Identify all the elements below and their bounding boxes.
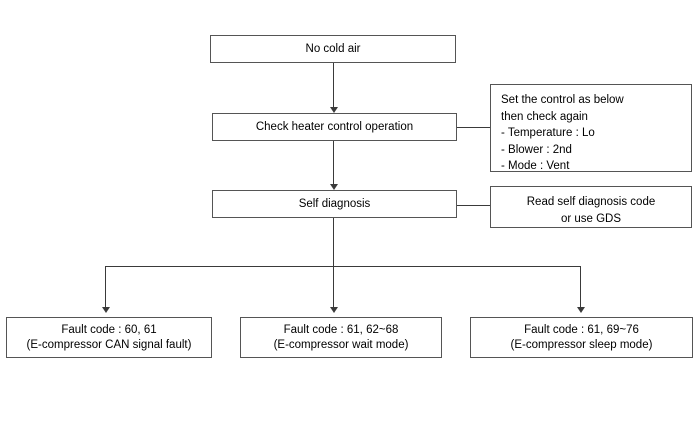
note-control-setting-line-2: then check again (501, 110, 588, 123)
note-control-setting-line-3: - Temperature : Lo (501, 127, 595, 139)
arrowhead-self-diagnosis (330, 184, 338, 190)
node-fault-code-61-69-76: Fault code : 61, 69~76 (E-compressor sle… (470, 317, 693, 358)
connector-self-diagnosis-to-bus (333, 218, 334, 307)
connector-check-heater-to-note (457, 127, 490, 128)
note-read-self-diagnosis-code-line-1: Read self diagnosis code (526, 196, 656, 208)
node-fault-code-61-62-68-line2: (E-compressor wait mode) (273, 338, 409, 351)
node-no-cold-air: No cold air (210, 35, 456, 63)
node-fault-code-61-62-68: Fault code : 61, 62~68 (E-compressor wai… (240, 317, 442, 358)
arrowhead-fault-code-61-69-76 (577, 307, 585, 313)
node-fault-code-60-61-line1: Fault code : 60, 61 (61, 323, 157, 336)
node-check-heater-control-operation-label: Check heater control operation (255, 120, 414, 133)
note-control-setting-line-4: - Blower : 2nd (501, 143, 572, 156)
connector-bus-to-fault-code-61-69-76 (580, 266, 581, 307)
node-fault-code-61-69-76-line2: (E-compressor sleep mode) (510, 338, 653, 351)
note-control-setting: Set the control as below then check agai… (490, 84, 692, 172)
node-fault-code-61-62-68-line1: Fault code : 61, 62~68 (283, 323, 399, 336)
connector-self-diagnosis-to-note (457, 205, 490, 206)
node-no-cold-air-label: No cold air (305, 42, 361, 55)
branch-bus-horizontal (105, 266, 581, 267)
node-fault-code-60-61-line2: (E-compressor CAN signal fault) (26, 338, 192, 351)
arrowhead-fault-code-61-62-68 (330, 307, 338, 313)
connector-bus-to-fault-code-60-61 (105, 266, 106, 307)
node-self-diagnosis-label: Self diagnosis (298, 197, 371, 210)
connector-check-heater-to-self-diagnosis (333, 141, 334, 184)
node-fault-code-60-61: Fault code : 60, 61 (E-compressor CAN si… (6, 317, 212, 358)
note-control-setting-line-1: Set the control as below (501, 94, 624, 106)
arrowhead-check-heater (330, 107, 338, 113)
node-check-heater-control-operation: Check heater control operation (212, 113, 457, 141)
note-read-self-diagnosis-code-line-2: or use GDS (560, 212, 622, 225)
arrowhead-fault-code-60-61 (102, 307, 110, 313)
note-read-self-diagnosis-code: Read self diagnosis code or use GDS (490, 186, 692, 228)
connector-start-to-check-heater (333, 63, 334, 107)
node-fault-code-61-69-76-line1: Fault code : 61, 69~76 (524, 323, 639, 336)
node-self-diagnosis: Self diagnosis (212, 190, 457, 218)
note-control-setting-line-5: - Mode : Vent (501, 160, 570, 172)
